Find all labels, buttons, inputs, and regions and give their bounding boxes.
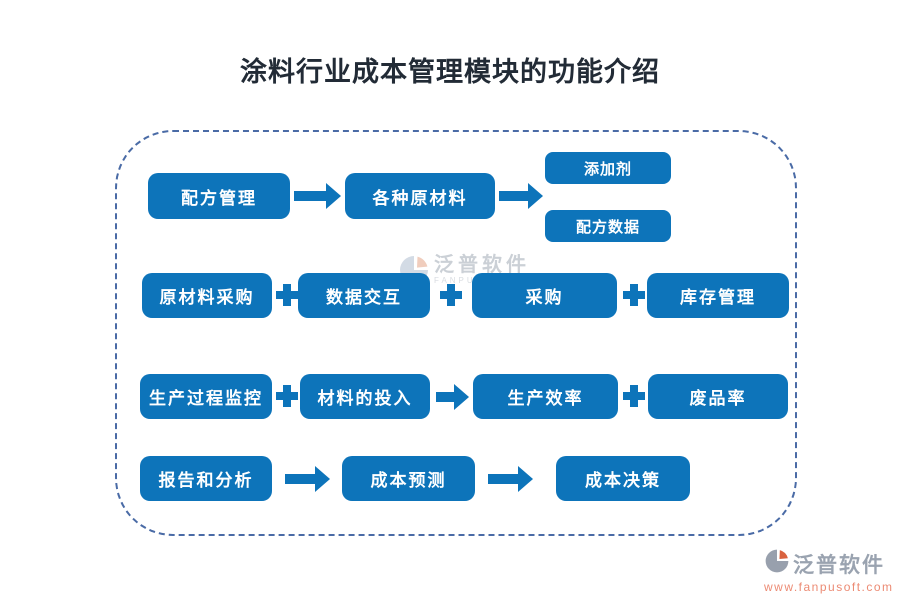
plus-icon <box>276 284 298 306</box>
plus-icon <box>440 284 462 306</box>
arrow-icon <box>436 384 469 410</box>
box-procurement: 采购 <box>472 273 617 318</box>
arrow-icon <box>499 183 543 209</box>
brand-url: www.fanpusoft.com <box>764 580 894 594</box>
box-raw-materials: 各种原材料 <box>345 173 495 219</box>
box-formula-data: 配方数据 <box>545 210 671 242</box>
box-formula-management: 配方管理 <box>148 173 290 219</box>
box-production-efficiency: 生产效率 <box>473 374 618 419</box>
arrow-icon <box>294 183 341 209</box>
box-cost-decision: 成本决策 <box>556 456 690 501</box>
dashed-frame <box>115 130 797 536</box>
fanpu-logo-icon <box>764 548 790 579</box>
watermark-name: 泛普软件 <box>434 254 530 276</box>
box-additives: 添加剂 <box>545 152 671 184</box>
page-title: 涂料行业成本管理模块的功能介绍 <box>240 57 660 87</box>
brand-name: 泛普软件 <box>793 552 885 577</box>
box-material-input: 材料的投入 <box>300 374 430 419</box>
box-data-exchange: 数据交互 <box>298 273 430 318</box>
box-inventory-management: 库存管理 <box>647 273 789 318</box>
plus-icon <box>623 284 645 306</box>
arrow-icon <box>488 466 533 492</box>
box-production-monitoring: 生产过程监控 <box>140 374 272 419</box>
footer-logo: 泛普软件 www.fanpusoft.com <box>764 548 894 594</box>
box-material-procurement: 原材料采购 <box>142 273 272 318</box>
arrow-icon <box>285 466 330 492</box>
box-cost-forecast: 成本预测 <box>342 456 475 501</box>
plus-icon <box>276 385 298 407</box>
plus-icon <box>623 385 645 407</box>
box-scrap-rate: 废品率 <box>648 374 788 419</box>
box-report-analysis: 报告和分析 <box>140 456 272 501</box>
